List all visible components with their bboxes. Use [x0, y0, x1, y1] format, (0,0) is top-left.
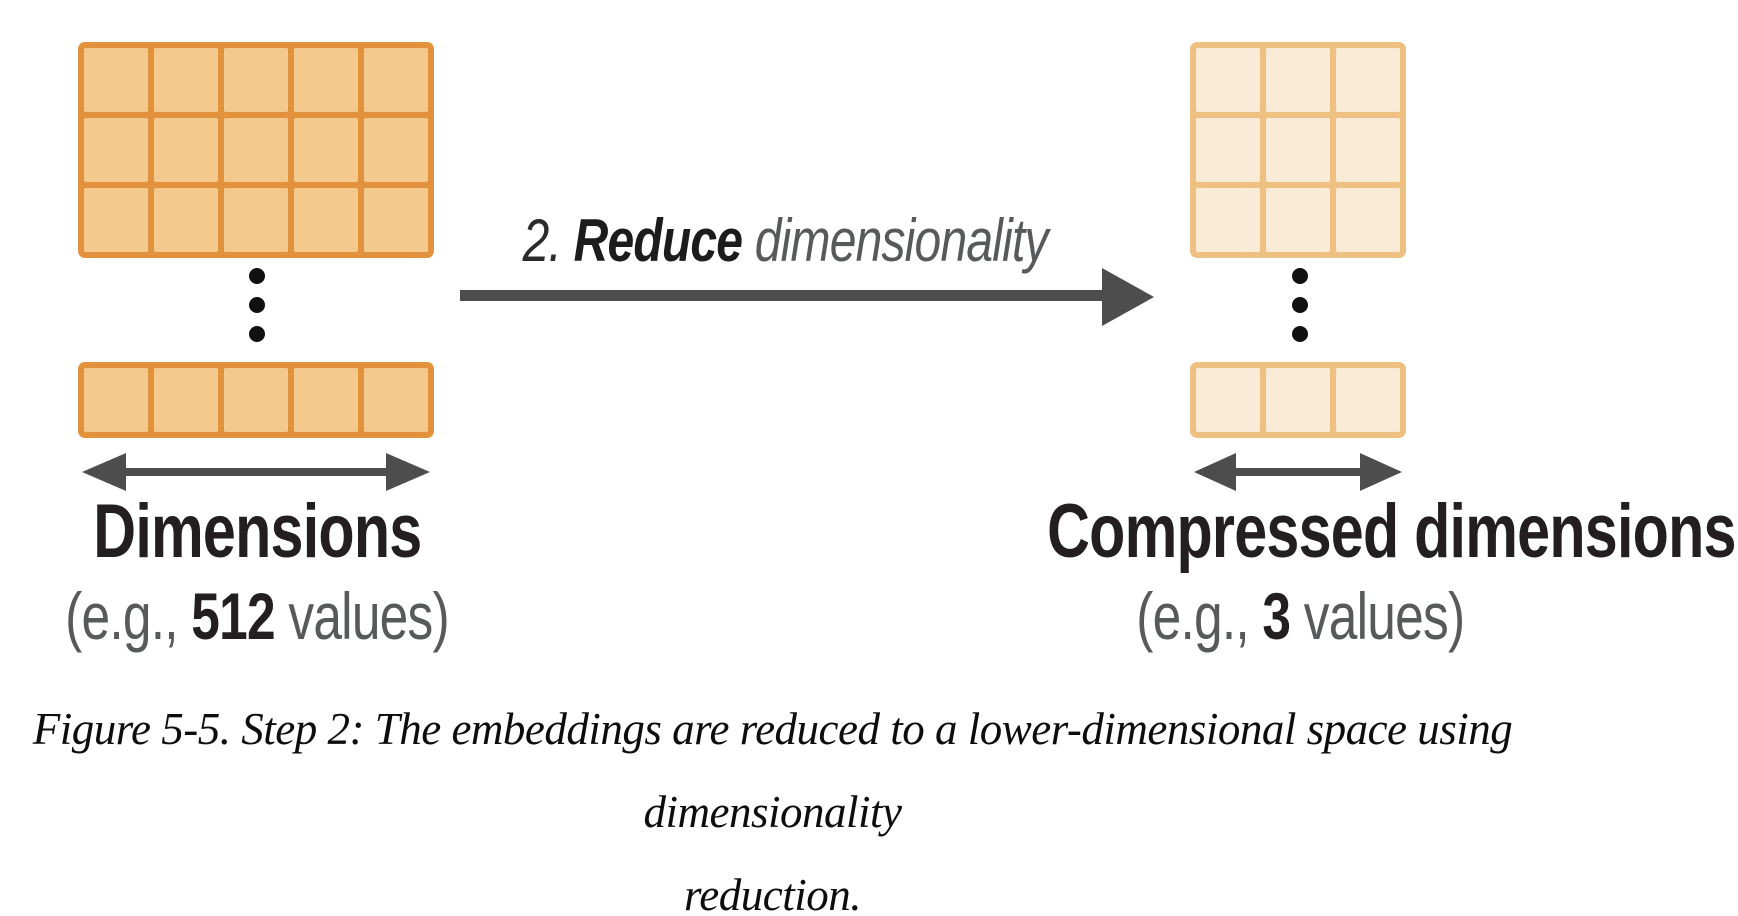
- embedding-matrix-compressed: [1190, 42, 1406, 258]
- example-suffix: values): [274, 579, 449, 653]
- left-ellipsis-dots: [249, 268, 265, 342]
- matrix-cell: [1266, 188, 1330, 252]
- matrix-cell: [364, 188, 428, 252]
- matrix-cell: [294, 48, 358, 112]
- matrix-cell: [1266, 118, 1330, 182]
- dimensions-span-arrow-icon: [82, 453, 430, 491]
- embedding-row-full: [78, 362, 434, 438]
- dimensions-label-text: Dimensions: [92, 489, 422, 574]
- figure-caption: Figure 5-5. Step 2: The embeddings are r…: [0, 688, 1545, 916]
- compressed-dimensions-example: (e.g., 3 values): [950, 578, 1650, 654]
- matrix-cell: [1336, 368, 1400, 432]
- compressed-dimensions-label-text: Compressed dimensions: [1047, 489, 1736, 574]
- matrix-cell: [1336, 118, 1400, 182]
- ellipsis-dot: [1292, 326, 1308, 342]
- matrix-cell: [224, 118, 288, 182]
- compressed-dimensions-label: Compressed dimensions: [950, 488, 1736, 575]
- matrix-cell: [364, 368, 428, 432]
- compressed-span-arrow-icon: [1194, 453, 1402, 491]
- matrix-cell: [1196, 188, 1260, 252]
- matrix-cell: [1196, 118, 1260, 182]
- ellipsis-dot: [1292, 297, 1308, 313]
- matrix-cell: [1336, 48, 1400, 112]
- matrix-cell: [294, 368, 358, 432]
- matrix-cell: [154, 48, 218, 112]
- matrix-cell: [294, 188, 358, 252]
- matrix-cell: [224, 48, 288, 112]
- matrix-cell: [84, 118, 148, 182]
- embedding-matrix-full: [78, 42, 434, 258]
- ellipsis-dot: [249, 326, 265, 342]
- caption-line-1: Figure 5-5. Step 2: The embeddings are r…: [32, 704, 1513, 837]
- caption-line-2: reduction.: [683, 870, 862, 916]
- matrix-cell: [154, 368, 218, 432]
- right-ellipsis-dots: [1292, 268, 1308, 342]
- matrix-cell: [364, 118, 428, 182]
- matrix-cell: [154, 188, 218, 252]
- ellipsis-dot: [1292, 268, 1308, 284]
- matrix-cell: [1266, 368, 1330, 432]
- reduce-arrow-icon: [460, 268, 1154, 326]
- ellipsis-dot: [249, 297, 265, 313]
- example-prefix: (e.g.,: [65, 579, 192, 653]
- example-suffix: values): [1289, 579, 1465, 653]
- matrix-cell: [294, 118, 358, 182]
- example-prefix: (e.g.,: [1135, 579, 1263, 653]
- matrix-cell: [1196, 368, 1260, 432]
- step-object: dimensionality: [742, 207, 1049, 274]
- dimensions-label: Dimensions: [7, 488, 507, 575]
- matrix-cell: [224, 368, 288, 432]
- matrix-cell: [84, 368, 148, 432]
- step-action: Reduce: [573, 207, 743, 274]
- matrix-cell: [1336, 188, 1400, 252]
- example-value: 3: [1262, 579, 1291, 653]
- step-number: 2.: [522, 207, 574, 274]
- matrix-cell: [1266, 48, 1330, 112]
- dimensions-example: (e.g., 512 values): [7, 578, 507, 654]
- reduce-step-label: 2. Reduce dimensionality: [425, 206, 1145, 275]
- embedding-row-compressed: [1190, 362, 1406, 438]
- matrix-cell: [84, 188, 148, 252]
- matrix-cell: [364, 48, 428, 112]
- matrix-cell: [1196, 48, 1260, 112]
- ellipsis-dot: [249, 268, 265, 284]
- matrix-cell: [84, 48, 148, 112]
- matrix-cell: [154, 118, 218, 182]
- example-value: 512: [191, 579, 275, 653]
- matrix-cell: [224, 188, 288, 252]
